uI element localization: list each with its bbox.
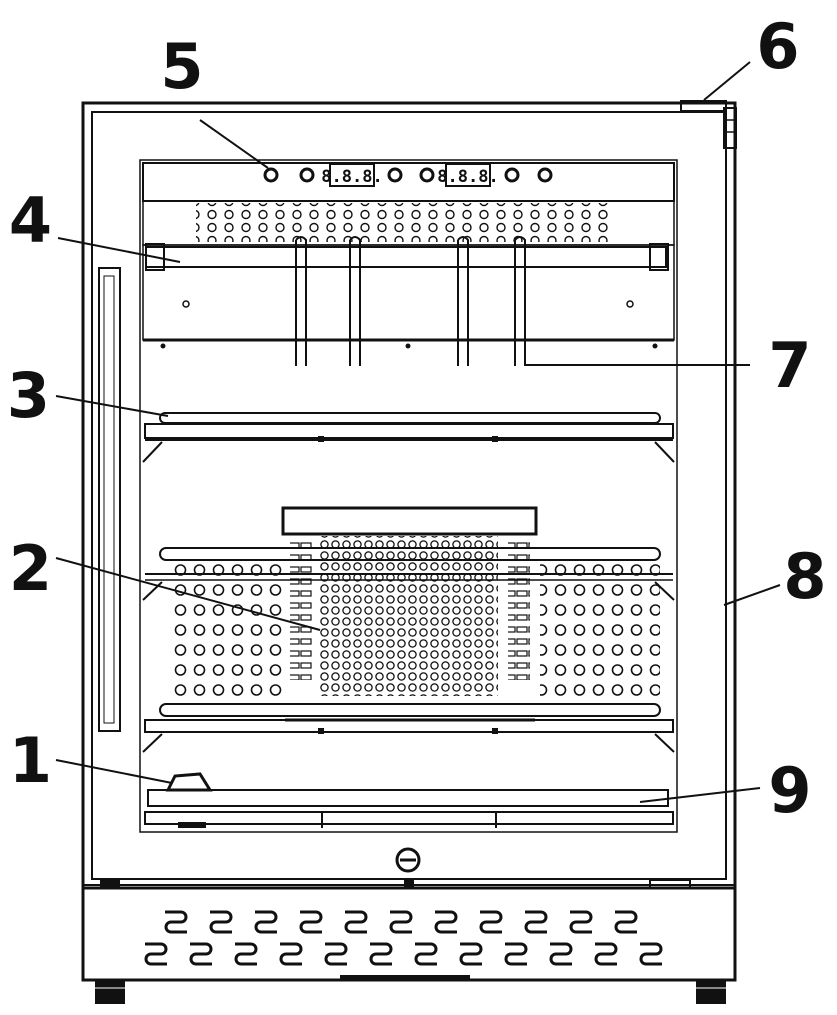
hooks [295, 236, 526, 366]
display-right: 8.8.8. [437, 167, 498, 187]
callout-4: 4 [9, 184, 52, 257]
callout-3: 3 [7, 359, 50, 432]
door-handle [98, 267, 121, 732]
callout-labels: 1 2 3 4 5 6 7 8 9 [7, 10, 827, 827]
display-left: 8.8.8. [321, 167, 382, 187]
button-4 [419, 167, 435, 183]
callout-8: 8 [783, 540, 826, 613]
leader-lines [55, 61, 781, 803]
callout-7: 7 [768, 329, 811, 402]
top-vent [142, 200, 675, 246]
callout-9: 9 [768, 754, 811, 827]
button-3 [387, 167, 403, 183]
upper-shelf [142, 412, 675, 463]
button-2 [299, 167, 315, 183]
button-1 [263, 167, 279, 183]
lower-shelf [142, 703, 675, 753]
drip-tray [144, 772, 674, 828]
hanging-rod [142, 243, 675, 349]
leveling-feet [95, 980, 726, 1004]
button-5 [504, 167, 520, 183]
top-hinge [680, 100, 737, 149]
button-6 [537, 167, 553, 183]
callout-6: 6 [756, 10, 799, 83]
door-lock [395, 847, 421, 873]
rear-fan-panel [142, 506, 675, 700]
callout-2: 2 [9, 532, 52, 605]
base-grille [81, 879, 737, 982]
callout-1: 1 [9, 724, 52, 797]
callout-5: 5 [160, 30, 203, 103]
control-panel: 8.8.8. 8.8.8. [142, 162, 675, 202]
